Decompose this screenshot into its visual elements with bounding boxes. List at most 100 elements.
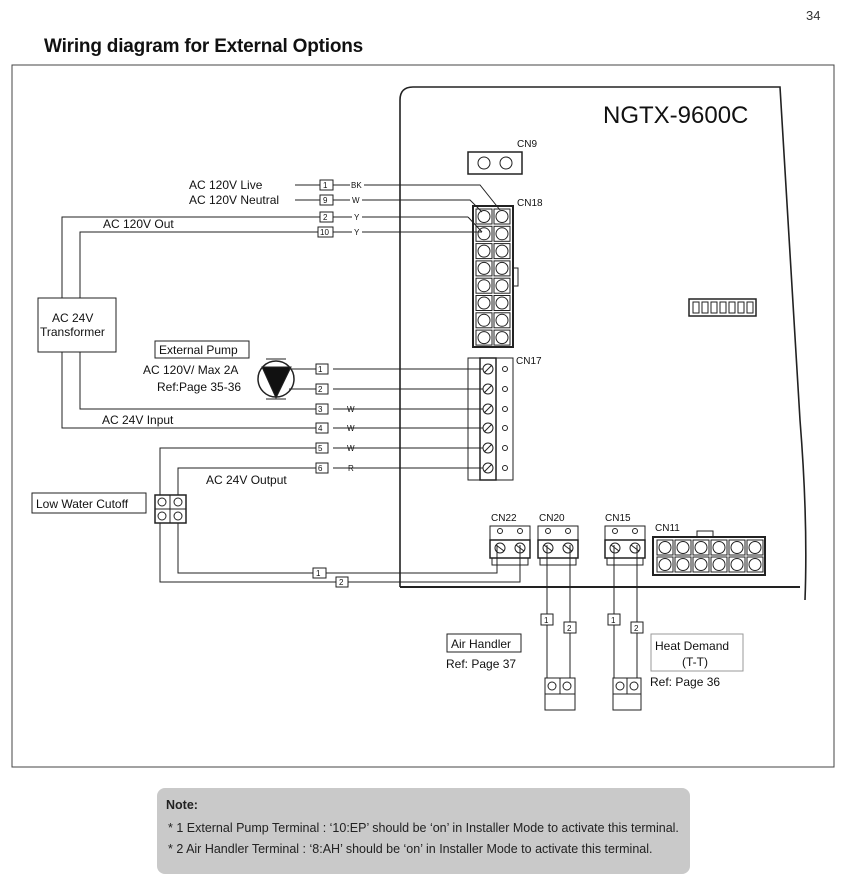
terminal-hole (565, 528, 571, 534)
cn18-connector: CN18 (472, 198, 543, 348)
svg-text:CN22: CN22 (491, 513, 517, 524)
pin-hole (495, 244, 509, 258)
pin-hole (477, 279, 491, 293)
pin-socket (475, 243, 493, 260)
cn20-connector: CN20 (537, 513, 579, 566)
pin-hole (712, 541, 726, 554)
pin-hole (495, 227, 509, 241)
svg-text:(T-T): (T-T) (682, 655, 708, 669)
screw-terminal (494, 542, 506, 554)
svg-text:AC 24V: AC 24V (52, 311, 93, 325)
pin-socket (692, 556, 710, 573)
svg-text:4: 4 (318, 424, 323, 433)
pin-socket (692, 539, 710, 556)
svg-text:AC 24V Input: AC 24V Input (102, 413, 174, 427)
pin-hole (495, 261, 509, 275)
low-water-cutoff: Low Water Cutoff 1 2 (31, 492, 521, 588)
pin-hole (495, 296, 509, 310)
control-board (399, 86, 807, 601)
terminal-hole (502, 465, 508, 471)
pin-socket (493, 329, 511, 346)
pin-hole (495, 313, 509, 327)
svg-text:Low Water Cutoff: Low Water Cutoff (36, 497, 129, 511)
pin-socket (746, 539, 764, 556)
svg-text:5: 5 (318, 444, 323, 453)
pin-socket (728, 556, 746, 573)
pin-hole (477, 313, 491, 327)
svg-text:Ref:Page 35-36: Ref:Page 35-36 (157, 380, 241, 394)
pin-socket (746, 556, 764, 573)
svg-text:2: 2 (567, 624, 572, 633)
screw-slot (483, 443, 493, 453)
svg-text:2: 2 (318, 385, 323, 394)
pin-hole (712, 558, 726, 571)
pin-hole (694, 558, 708, 571)
pin-socket (475, 260, 493, 277)
cn17-connector: CN17 (315, 356, 542, 481)
svg-text:Y: Y (354, 213, 360, 222)
pin-hole (676, 558, 690, 571)
dip-switch-key (746, 301, 754, 314)
pin-hole (730, 558, 744, 571)
dip-switch-key (719, 301, 727, 314)
pin-socket (475, 295, 493, 311)
pin-socket (493, 295, 511, 311)
ac120-out-wires: AC 120V Out 2 10 Y Y (61, 211, 483, 298)
pin-hole (658, 541, 672, 554)
pin-socket (674, 556, 692, 573)
pin-socket (728, 539, 746, 556)
pin-hole (495, 210, 509, 223)
svg-text:W: W (347, 424, 355, 433)
pin-hole (477, 261, 491, 275)
ac24-input-wires: AC 24V Input W W (61, 352, 355, 433)
svg-text:Y: Y (354, 228, 360, 237)
dip-switch-key (701, 301, 709, 314)
svg-text:9: 9 (323, 196, 328, 205)
cn9-connector: CN9 (467, 139, 537, 175)
pin-hole (477, 244, 491, 258)
pin-socket (710, 539, 728, 556)
screw-slot (483, 404, 493, 414)
cn15-connector: CN15 (604, 513, 646, 566)
svg-text:CN17: CN17 (516, 356, 542, 367)
svg-text:CN9: CN9 (517, 139, 537, 150)
svg-text:Ref: Page 36: Ref: Page 36 (650, 675, 720, 689)
page-number: 34 (806, 8, 821, 23)
svg-text:CN15: CN15 (605, 513, 631, 524)
terminal-hole (497, 528, 503, 534)
cn22-connector: CN22 (489, 513, 531, 566)
screw-slot (483, 384, 493, 394)
pin-socket (475, 312, 493, 329)
dip-switch-key (692, 301, 700, 314)
svg-text:W: W (347, 405, 355, 414)
svg-text:Transformer: Transformer (40, 325, 105, 339)
pin-hole (477, 296, 491, 310)
dip-switch-key (710, 301, 718, 314)
diagram-frame (11, 64, 835, 768)
screw-terminal (629, 542, 641, 554)
pin-socket (656, 539, 674, 556)
pin-socket (493, 208, 511, 225)
svg-text:CN11: CN11 (655, 523, 680, 534)
pin-socket (475, 208, 493, 225)
ac24-output-wires: AC 24V Output W R (159, 444, 355, 495)
screw-slot (483, 463, 493, 473)
pin-socket (493, 312, 511, 329)
pin-socket (674, 539, 692, 556)
board-model: NGTX-9600C (603, 102, 748, 129)
pin-socket (493, 225, 511, 242)
svg-text:1: 1 (611, 616, 616, 625)
screw-terminal (542, 542, 554, 554)
air-handler: 1 2 Air Handler Ref: Page 37 (446, 545, 577, 711)
svg-text:AC 120V Neutral: AC 120V Neutral (189, 193, 279, 207)
dip-switch-key (728, 301, 736, 314)
svg-text:1: 1 (544, 616, 549, 625)
svg-text:1: 1 (323, 181, 328, 190)
pin-hole (477, 227, 491, 241)
svg-text:Heat Demand: Heat Demand (655, 639, 729, 653)
screw-slot (483, 364, 493, 374)
dip-switch-key (737, 301, 745, 314)
pin-hole (748, 541, 762, 554)
pin-socket (475, 329, 493, 346)
